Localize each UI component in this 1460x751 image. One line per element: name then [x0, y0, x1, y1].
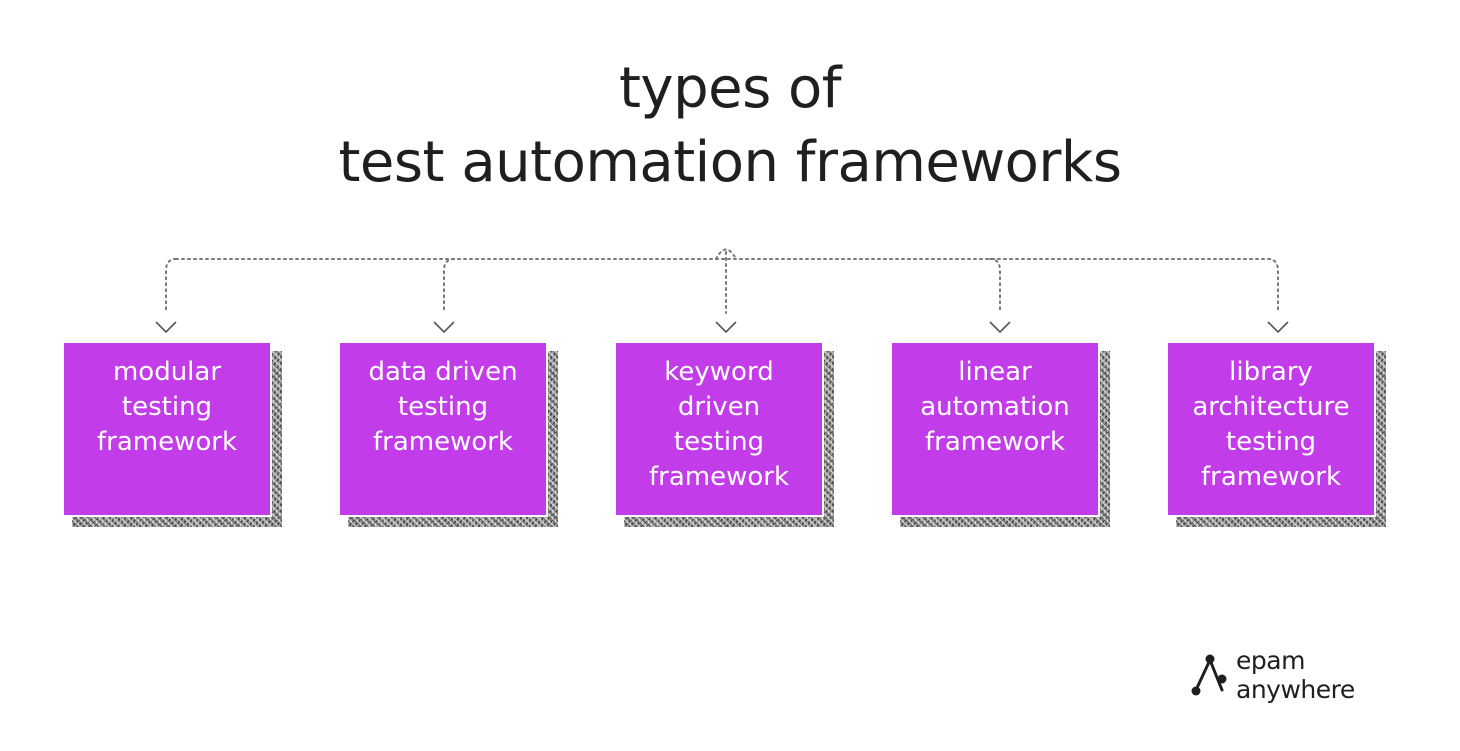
title-line-2: test automation frameworks: [338, 130, 1122, 195]
card-line: framework: [372, 427, 514, 457]
arrow-down-icon: [433, 321, 455, 334]
card-line: architecture: [1192, 392, 1350, 422]
card-line: framework: [648, 462, 790, 492]
card-line: framework: [1200, 462, 1342, 492]
arrow-down-icon: [715, 321, 737, 334]
arrow-down-icon: [989, 321, 1011, 334]
logo-text-anywhere: anywhere: [1236, 675, 1355, 704]
framework-card-modular: modular testing framework: [62, 341, 272, 517]
card-line: driven: [677, 392, 761, 422]
card-line: framework: [96, 427, 238, 457]
framework-card-linear: linear automation framework: [890, 341, 1100, 517]
card-line: testing: [1225, 427, 1317, 457]
epam-anywhere-logo: epam anywhere: [1188, 644, 1378, 704]
framework-card-library-architecture: library architecture testing framework: [1166, 341, 1376, 517]
card-line: testing: [673, 427, 765, 457]
card-line: modular: [112, 357, 222, 387]
arrow-down-icon: [155, 321, 177, 334]
card-line: data driven: [368, 357, 518, 387]
card-line: linear: [958, 357, 1032, 387]
card-line: framework: [924, 427, 1066, 457]
connector-branch-1: [165, 258, 177, 314]
diagram-title: types of test automation frameworks: [0, 52, 1460, 200]
logo-text-epam: epam: [1236, 646, 1305, 675]
framework-card-keyword-driven: keyword driven testing framework: [614, 341, 824, 517]
connector-branch-5: [1267, 258, 1279, 314]
connector-branch-4: [989, 258, 1001, 314]
card-line: automation: [920, 392, 1070, 422]
card-line: library: [1229, 357, 1313, 387]
epam-anywhere-logo-mark-icon: [1191, 654, 1227, 696]
framework-card-data-driven: data driven testing framework: [338, 341, 548, 517]
connector-branch-2: [443, 258, 455, 314]
card-line: testing: [397, 392, 489, 422]
arrow-down-icon: [1267, 321, 1289, 334]
card-line: keyword: [664, 357, 774, 387]
connector-root: [715, 248, 737, 260]
title-line-1: types of: [618, 56, 842, 121]
card-line: testing: [121, 392, 213, 422]
